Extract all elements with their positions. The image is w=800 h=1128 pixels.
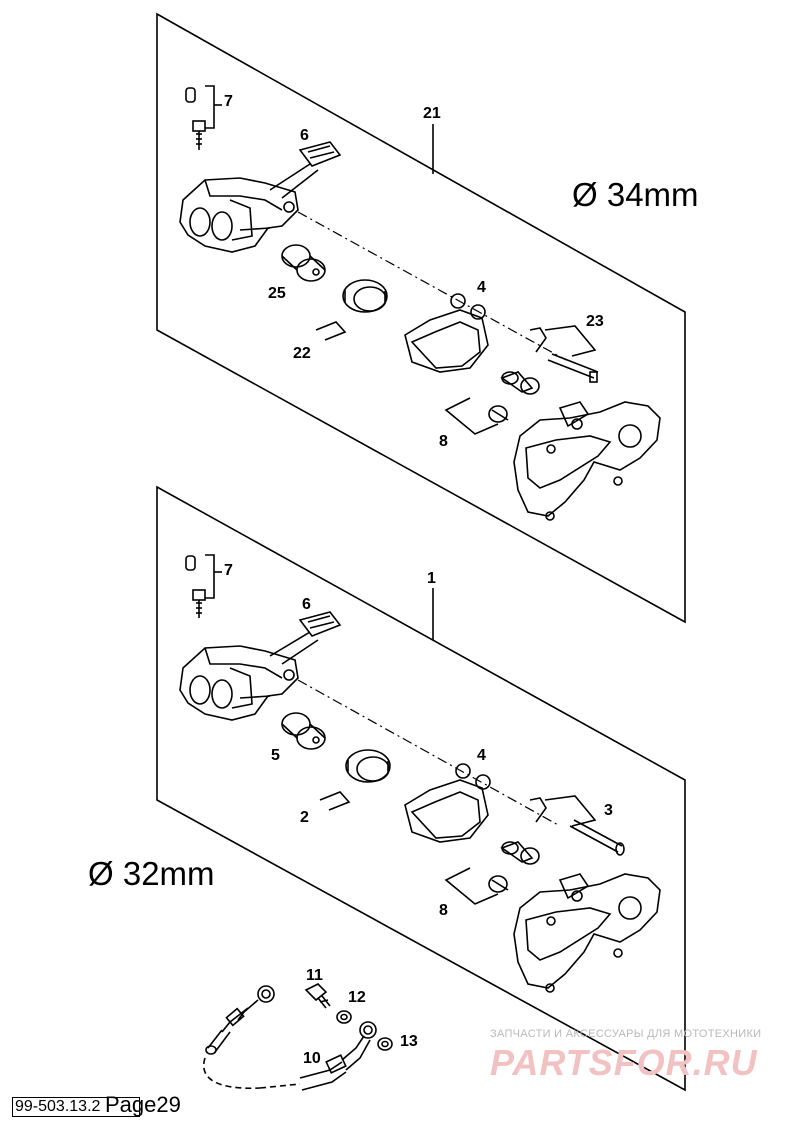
top-assembly [156, 12, 686, 624]
bottom-size-label: Ø 32mm [88, 855, 215, 892]
slide-bolt-icon [488, 841, 540, 893]
piston-seal-icon [345, 749, 391, 783]
top-assembly-frame [156, 12, 686, 624]
callout-8-top: 8 [439, 433, 448, 450]
bottom-assembly [156, 485, 686, 1092]
bleeder-valve-icon [185, 87, 206, 150]
callout-7-bottom: 7 [224, 562, 233, 579]
callout-4-bottom: 4 [477, 747, 486, 764]
callout-23: 23 [586, 313, 604, 330]
callout-22: 22 [293, 345, 311, 362]
callout-2: 2 [300, 809, 309, 826]
brake-hose-icon [202, 985, 377, 1091]
caliper-bracket-icon [513, 873, 661, 993]
callout-25: 25 [268, 285, 286, 302]
brake-pads-icon [404, 763, 491, 843]
brake-pads-icon [404, 293, 489, 373]
caliper-body-icon [179, 177, 299, 253]
callout-7-top: 7 [224, 93, 233, 110]
callout-5: 5 [271, 747, 280, 764]
bleeder-valve-icon [185, 555, 206, 618]
piston-seal-icon [342, 279, 388, 313]
slide-bolt-icon [488, 371, 540, 423]
doc-code: 99-503.13.2 [15, 1098, 101, 1115]
callout-8-bottom: 8 [439, 902, 448, 919]
piston-icon [281, 244, 326, 282]
watermark-brand: PARTSFOR.RU [490, 1042, 758, 1083]
callout-10: 10 [303, 1050, 321, 1067]
brake-hose-group [202, 983, 393, 1091]
caliper-body-icon [179, 645, 299, 721]
pad-pin-icon [529, 797, 625, 856]
callout-6-top: 6 [300, 127, 309, 144]
caliper-bracket-icon [513, 401, 661, 521]
pad-pin-icon [529, 327, 599, 383]
callout-12: 12 [348, 989, 366, 1006]
top-size-label: Ø 34mm [572, 176, 699, 213]
callout-13: 13 [400, 1033, 418, 1050]
doc-code-box [12, 1097, 140, 1117]
callout-11: 11 [306, 967, 323, 984]
piston-icon [281, 712, 326, 750]
banjo-bolt-icon [304, 983, 331, 1009]
spring-clip-icon [269, 141, 342, 199]
callout-1: 1 [427, 570, 436, 587]
copper-washer-icon [377, 1037, 393, 1051]
callout-3: 3 [604, 802, 613, 819]
callout-21: 21 [423, 105, 441, 122]
callout-6-bottom: 6 [302, 596, 311, 613]
page-number: Page29 [105, 1092, 181, 1117]
copper-washer-icon [336, 1010, 352, 1024]
spring-clip-icon [269, 611, 342, 665]
bottom-assembly-frame [156, 485, 686, 1092]
watermark-subtitle: ЗАПЧАСТИ И АКСЕССУАРЫ ДЛЯ МОТОТЕХНИКИ [490, 1028, 762, 1040]
callout-4-top: 4 [477, 279, 486, 296]
